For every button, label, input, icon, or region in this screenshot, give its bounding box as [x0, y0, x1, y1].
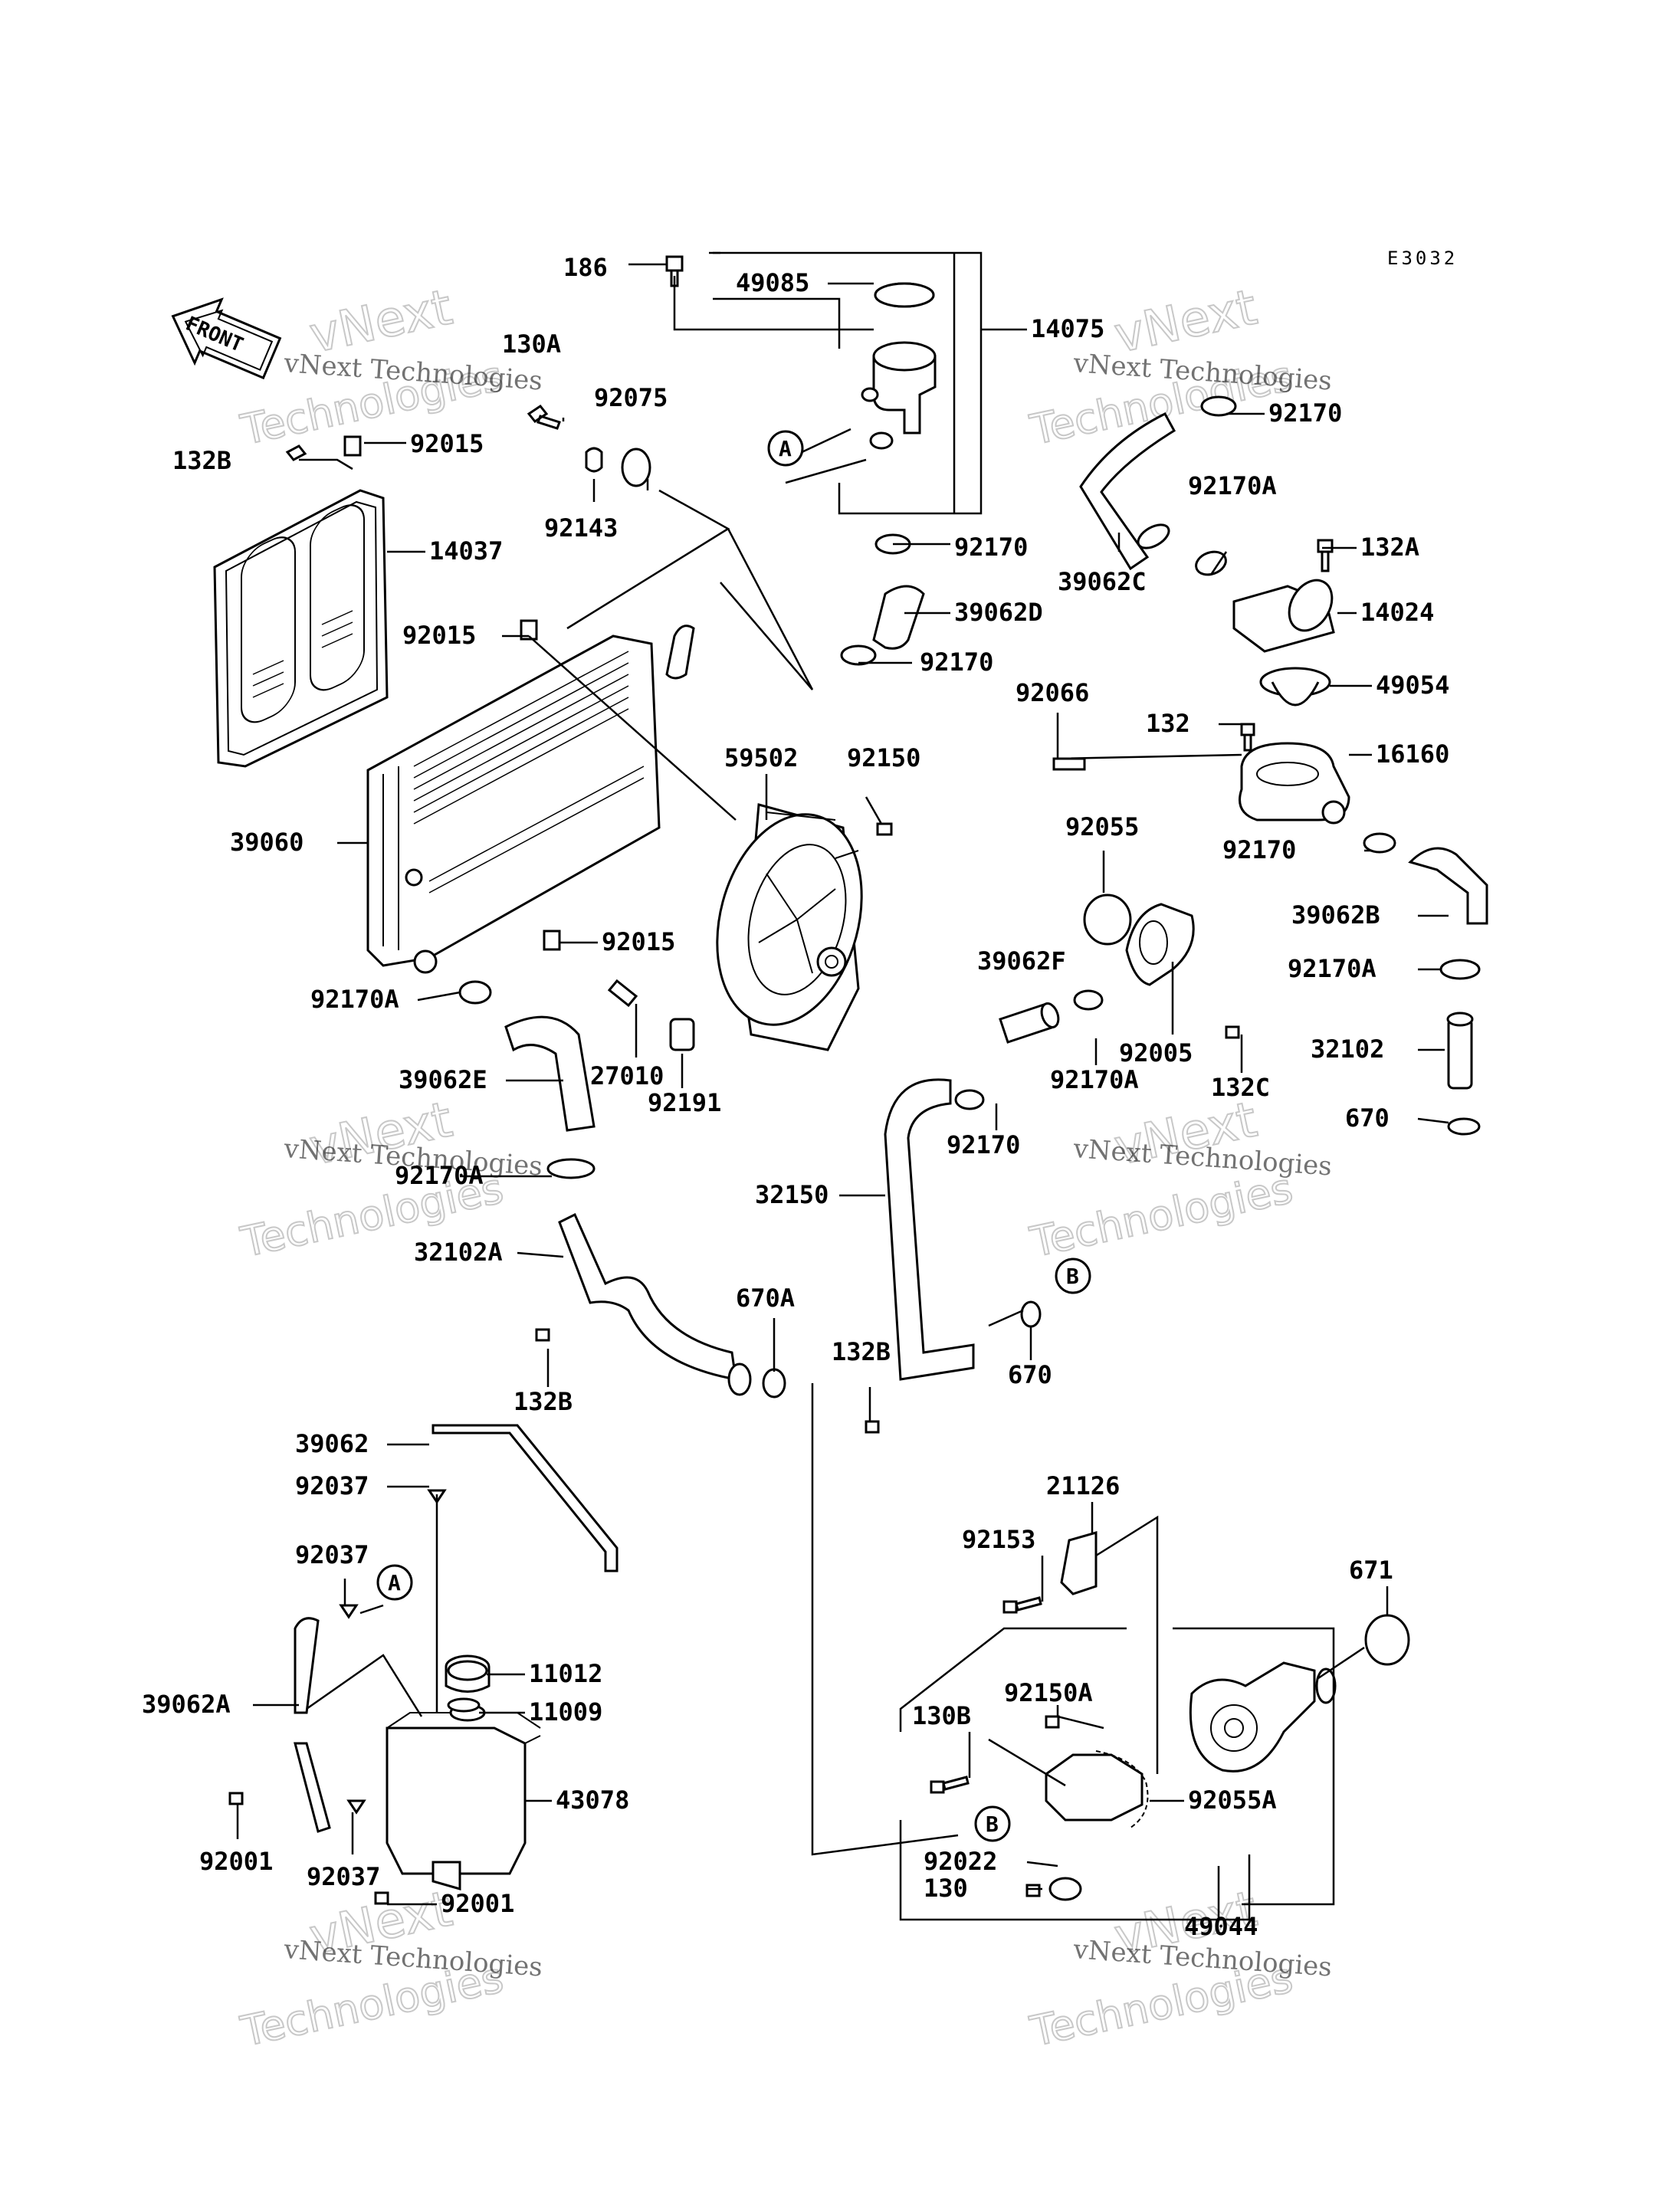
- part-label: 49054: [1376, 671, 1449, 700]
- part-label: 132B: [832, 1337, 891, 1366]
- watermark-mid-right: vNext Technologies vNext Technologies: [1025, 1090, 1333, 1267]
- radiator-core-drawing: [366, 625, 695, 974]
- hose-drawings: [294, 412, 1488, 1833]
- part-label: 132A: [1360, 533, 1419, 562]
- part-label: 92005: [1119, 1038, 1193, 1067]
- part-label: 92055A: [1188, 1785, 1277, 1815]
- part-label: 92037: [307, 1862, 380, 1891]
- callout-b-bottom: B: [974, 1805, 1011, 1842]
- part-label: 671: [1349, 1556, 1393, 1585]
- reservoir-tank-drawing: [386, 1654, 541, 1890]
- front-arrow-icon: FRONT: [171, 297, 282, 380]
- part-label: 32102: [1311, 1035, 1384, 1064]
- callout-a-top: A: [767, 430, 804, 467]
- part-label: 21126: [1046, 1471, 1120, 1500]
- part-label: 11012: [529, 1659, 602, 1688]
- part-label: 49044: [1184, 1912, 1258, 1941]
- part-label: 92170: [954, 533, 1028, 562]
- svg-text:Technologies: Technologies: [1026, 1164, 1297, 1267]
- part-label: 27010: [590, 1061, 664, 1090]
- part-label: 14075: [1031, 314, 1104, 343]
- part-label: 59502: [724, 743, 798, 772]
- small-fastener-drawings: [228, 255, 1481, 1905]
- part-label: 11009: [529, 1697, 602, 1726]
- part-label: 130B: [912, 1701, 971, 1730]
- part-label: 670: [1008, 1360, 1052, 1389]
- svg-text:A: A: [779, 436, 792, 461]
- svg-text:B: B: [986, 1812, 999, 1837]
- part-label: 92170A: [395, 1161, 484, 1190]
- part-label: 92153: [962, 1525, 1035, 1554]
- part-label: 39062: [295, 1429, 369, 1458]
- part-label: 132B: [172, 446, 231, 475]
- watermark-top-left: vNext Technologies vNext Technologies: [236, 278, 543, 455]
- part-label: 670: [1345, 1103, 1390, 1133]
- callout-b-top: B: [1055, 1258, 1091, 1294]
- filler-neck-drawing: [861, 282, 937, 450]
- part-label: 92001: [199, 1847, 273, 1876]
- svg-text:B: B: [1066, 1264, 1079, 1289]
- part-label: 92170A: [1050, 1065, 1139, 1094]
- part-label: 92191: [648, 1088, 721, 1117]
- part-label: 92143: [544, 513, 618, 543]
- part-label: 16160: [1376, 739, 1449, 769]
- part-label: 39062D: [954, 598, 1043, 627]
- part-label: 92015: [602, 927, 675, 956]
- part-label: 39062F: [977, 946, 1066, 976]
- part-label: 39062B: [1291, 900, 1380, 930]
- part-label: 670A: [736, 1284, 795, 1313]
- fan-assembly-drawing: [716, 803, 863, 1051]
- watermark-bottom-right: vNext Technologies vNext Technologies: [1025, 1880, 1333, 2057]
- part-label: 14037: [429, 536, 503, 566]
- watermark-top-right: vNext Technologies vNext Technologies: [1025, 278, 1333, 455]
- part-label: 14024: [1360, 598, 1434, 627]
- diagram-code: E3032: [1387, 248, 1458, 269]
- part-label: 92170: [1268, 398, 1342, 428]
- part-label: 92037: [295, 1540, 369, 1569]
- callout-a-bottom: A: [376, 1564, 413, 1601]
- part-label: 92055: [1065, 812, 1139, 841]
- part-label: 39060: [230, 828, 304, 857]
- part-labels: 186 49085 14075 130A 92075 92015 132B 92…: [142, 253, 1449, 1941]
- part-label: 92150: [847, 743, 920, 772]
- part-label: 132: [1146, 709, 1190, 738]
- part-label: 92075: [594, 383, 668, 412]
- part-label: 92001: [441, 1889, 514, 1918]
- part-label: 92022: [924, 1847, 997, 1876]
- part-label: 92015: [402, 621, 476, 650]
- thermostat-housing-drawing: [1125, 579, 1350, 986]
- part-label: 92170A: [1188, 471, 1277, 500]
- part-label: 92170A: [1288, 954, 1376, 983]
- part-label: 92037: [295, 1471, 369, 1500]
- part-label: 39062A: [142, 1690, 231, 1719]
- leader-lines: [236, 251, 1449, 1921]
- part-label: 130: [924, 1874, 968, 1903]
- part-label: 32102A: [414, 1238, 503, 1267]
- part-label: 92170: [1222, 835, 1296, 864]
- part-label: 92066: [1016, 678, 1089, 707]
- part-label: 39062E: [399, 1065, 487, 1094]
- svg-text:A: A: [388, 1570, 401, 1595]
- part-label: 92150A: [1004, 1678, 1093, 1707]
- part-label: 186: [563, 253, 608, 282]
- part-label: 32150: [755, 1180, 829, 1209]
- part-label: 130A: [502, 330, 561, 359]
- part-label: 43078: [556, 1785, 629, 1815]
- part-label: 132B: [514, 1387, 573, 1416]
- part-label: 92170A: [310, 985, 399, 1014]
- part-label: 92170: [920, 648, 993, 677]
- part-label: 39062C: [1058, 567, 1147, 596]
- part-label: 132C: [1211, 1073, 1270, 1102]
- radiator-screen-drawing: [213, 489, 389, 768]
- part-label: 92015: [410, 429, 484, 458]
- part-label: 49085: [736, 268, 809, 297]
- part-label: 92170: [947, 1130, 1020, 1159]
